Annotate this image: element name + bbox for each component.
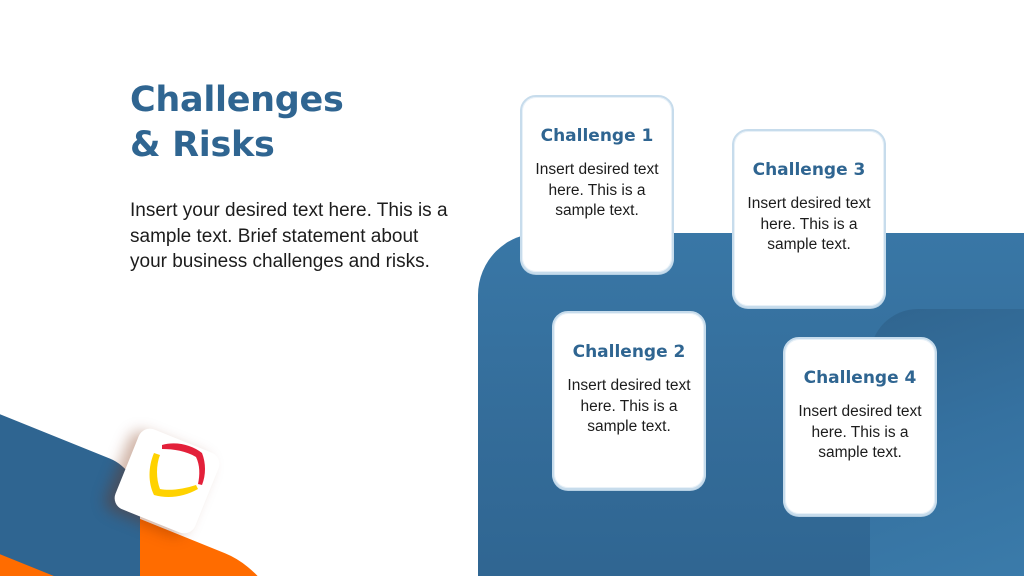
title-line-1: Challenges — [130, 80, 344, 120]
intro-text: Insert your desired text here. This is a… — [130, 200, 448, 272]
logo-icon — [149, 443, 205, 497]
challenge-card-1: Challenge 1 Insert desired text here. Th… — [520, 95, 674, 274]
card-title: Challenge 4 — [803, 368, 917, 388]
page-title: Challenges & Risks — [130, 78, 344, 168]
card-text: Insert desired text here. This is a samp… — [535, 161, 659, 219]
card-title: Challenge 2 — [572, 342, 686, 362]
challenge-card-3: Challenge 3 Insert desired text here. Th… — [732, 129, 886, 308]
title-line-2: & Risks — [130, 125, 275, 165]
card-text: Insert desired text here. This is a samp… — [567, 377, 691, 435]
card-title: Challenge 3 — [752, 160, 866, 180]
card-title: Challenge 1 — [540, 126, 654, 146]
challenge-card-4: Challenge 4 Insert desired text here. Th… — [783, 337, 937, 516]
card-text: Insert desired text here. This is a samp… — [798, 403, 922, 461]
card-text: Insert desired text here. This is a samp… — [747, 195, 871, 253]
challenge-card-2: Challenge 2 Insert desired text here. Th… — [552, 311, 706, 490]
